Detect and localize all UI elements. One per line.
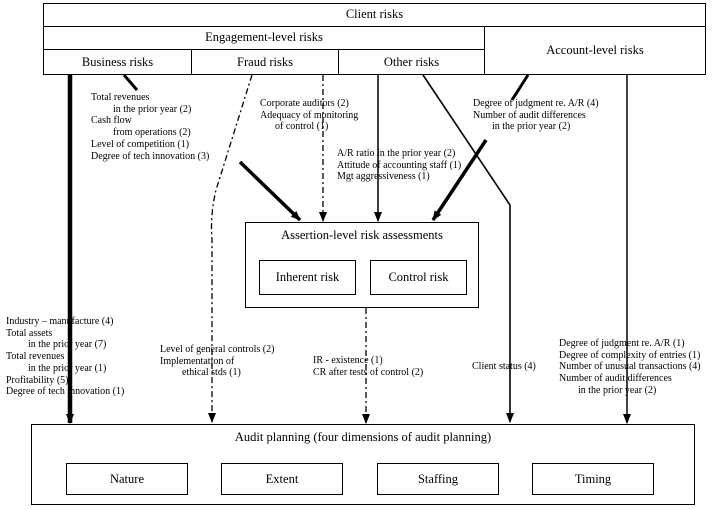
fraud-upper-label: Corporate auditors (2) Adequacy of monit… xyxy=(260,98,359,133)
inherent-risk-box: Inherent risk xyxy=(259,260,356,295)
business-upper-label: Total revenues in the prior year (2) Cas… xyxy=(91,92,210,162)
fraud-lower-label: Level of general controls (2) Implementa… xyxy=(160,344,275,379)
engagement-level-title: Engagement-level risks xyxy=(205,30,323,44)
planning-timing-box: Timing xyxy=(532,463,654,495)
planning-nature-box: Nature xyxy=(66,463,188,495)
fraud-risks-box xyxy=(191,49,339,75)
account-to-assertion-arrow-lower xyxy=(431,139,488,221)
planning-extent-box: Extent xyxy=(221,463,343,495)
client-risks-title: Client risks xyxy=(345,7,404,21)
business-lower-label: Industry – manufacture (4) Total assets … xyxy=(6,316,125,398)
fraud-to-planning-arrow xyxy=(208,74,253,423)
account-level-title: Account-level risks xyxy=(546,43,644,57)
account-to-assertion-arrow xyxy=(510,74,530,101)
account-level-box xyxy=(484,26,706,75)
other-upper-label: A/R ratio in the prior year (2) Attitude… xyxy=(337,148,462,183)
planning-staffing-box: Staffing xyxy=(377,463,499,495)
audit-planning-title: Audit planning (four dimensions of audit… xyxy=(234,430,492,444)
business-to-assertion-arrow xyxy=(238,160,302,222)
client-status-label: Client status (4) xyxy=(472,361,536,372)
other-risks-title: Other risks xyxy=(383,55,440,69)
business-risks-box xyxy=(43,49,192,75)
assertion-lower-label: IR - existence (1) CR after tests of con… xyxy=(313,355,424,378)
control-risk-box: Control risk xyxy=(370,260,467,295)
account-upper-label: Degree of judgment re. A/R (4) Number of… xyxy=(473,98,599,133)
fraud-risks-title: Fraud risks xyxy=(237,55,293,69)
business-short-line xyxy=(122,74,139,91)
client-status-arrow xyxy=(422,74,514,423)
business-risks-title: Business risks xyxy=(81,55,154,69)
assertion-level-title: Assertion-level risk assessments xyxy=(281,228,443,242)
account-lower-label: Degree of judgment re. A/R (1) Degree of… xyxy=(559,338,701,396)
other-risks-box xyxy=(338,49,485,75)
